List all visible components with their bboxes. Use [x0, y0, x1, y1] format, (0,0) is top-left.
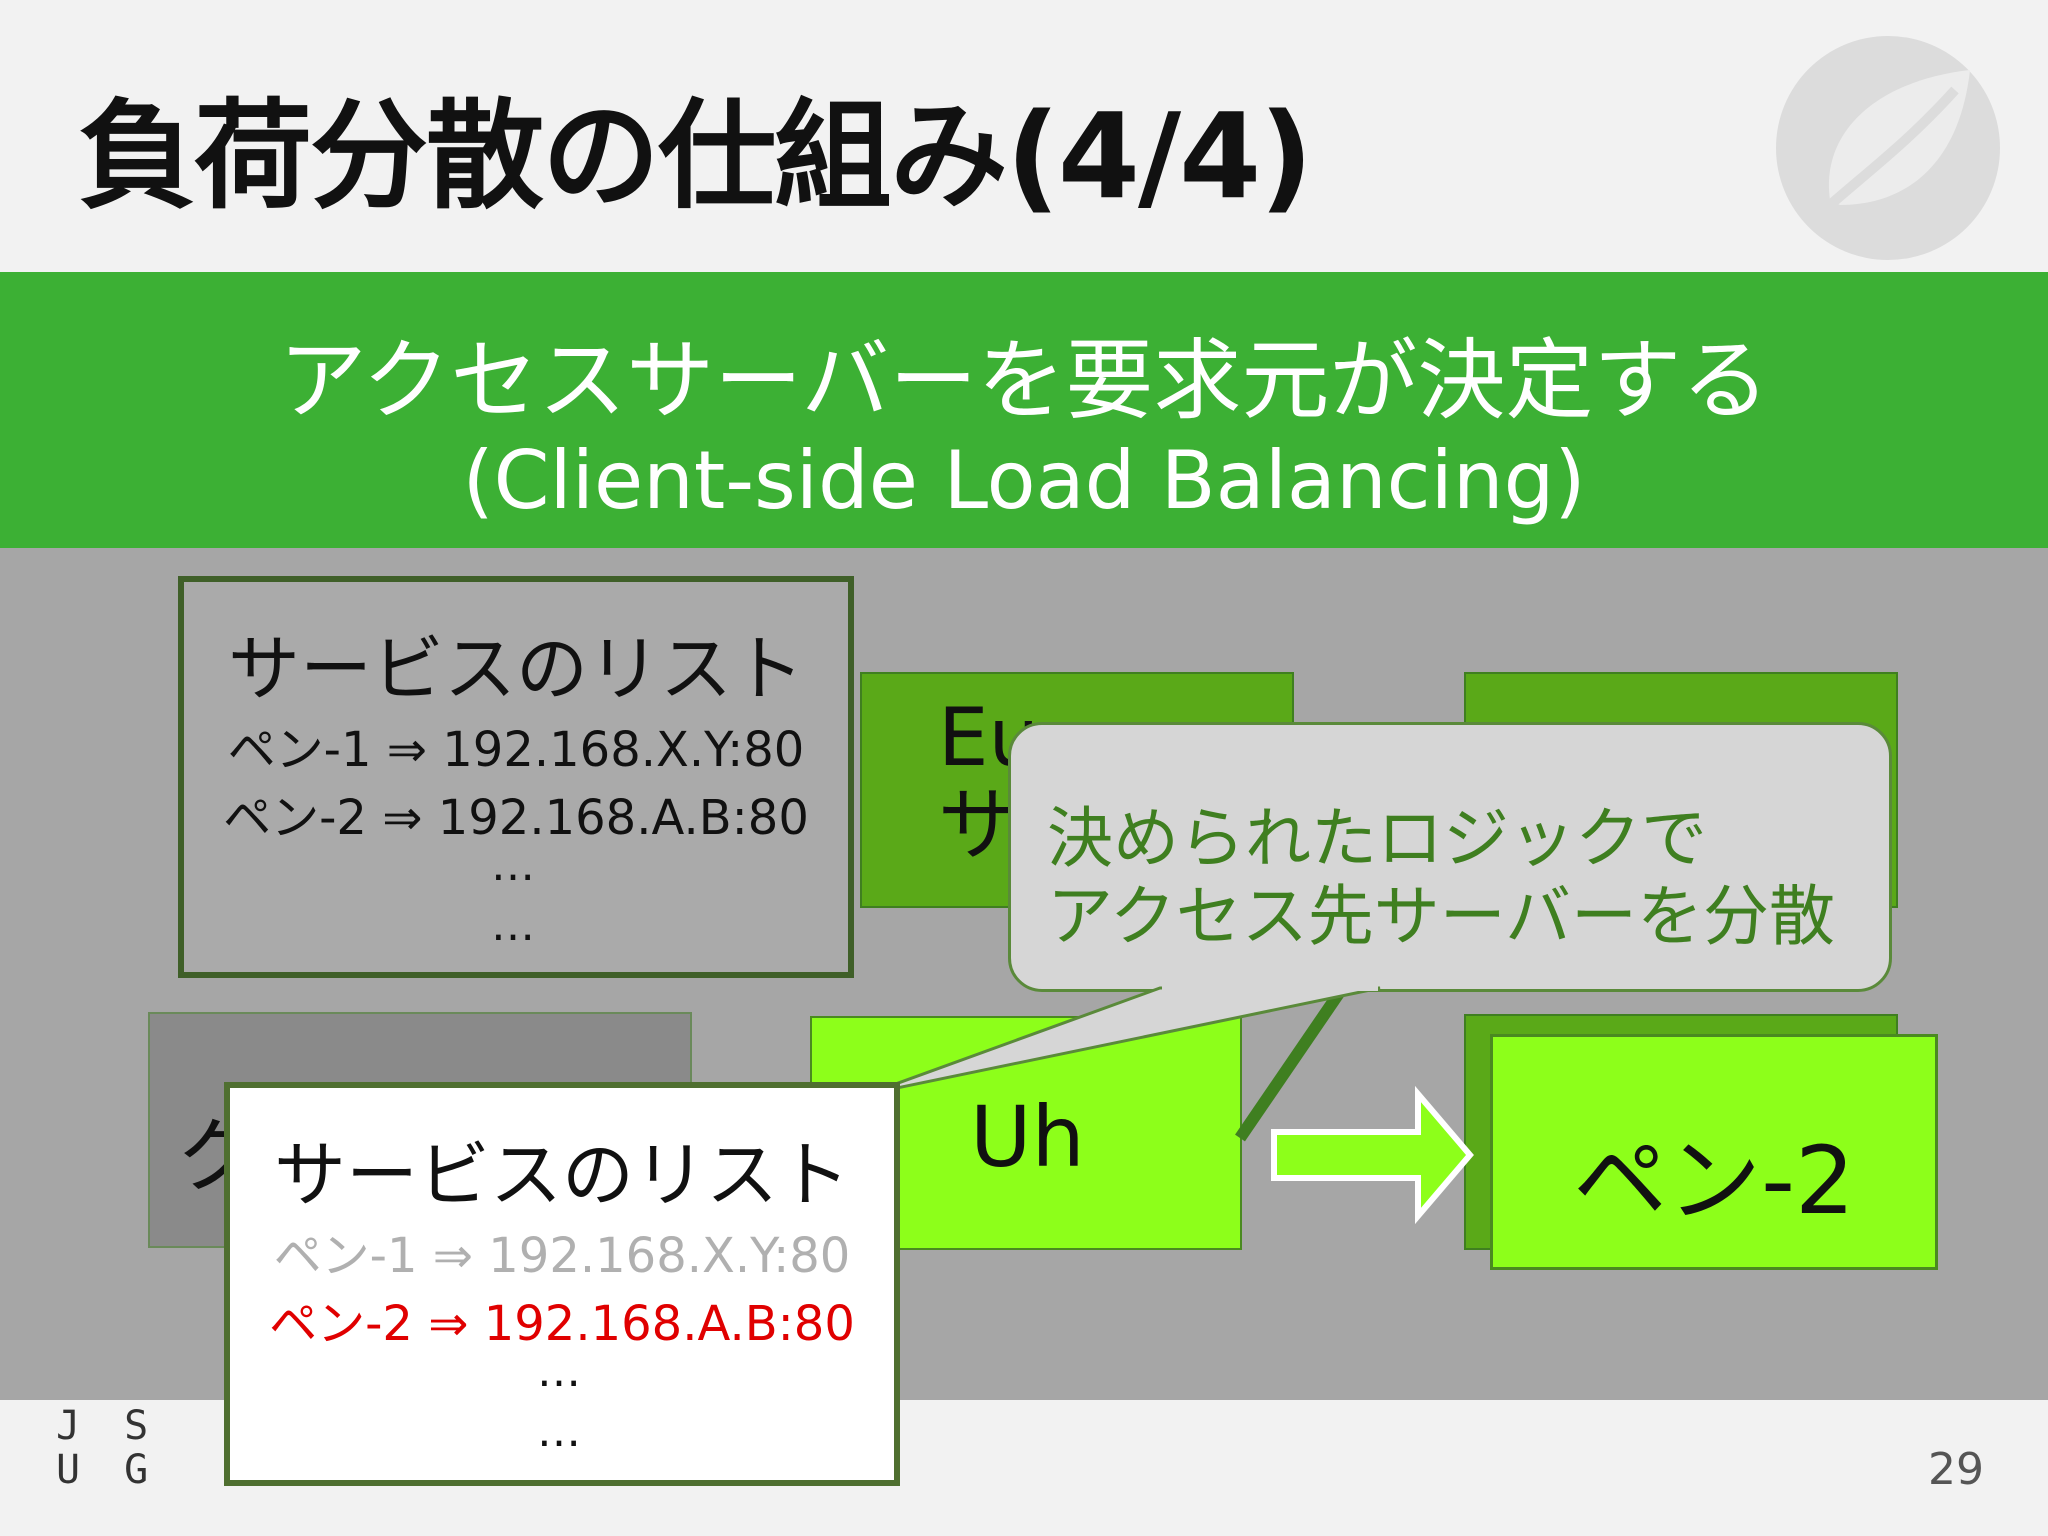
service-list-ellipsis: … — [491, 840, 541, 891]
service-list-row-inactive: ペン-1 ⇒ 192.168.X.Y:80 — [273, 1228, 851, 1284]
zuul-label: Uh — [970, 1088, 1085, 1186]
target-server-box: ペン-2 — [1490, 1034, 1938, 1270]
callout-text: 決められたロジックで — [1047, 800, 1707, 877]
target-server-label: ペン-2 — [1573, 1127, 1855, 1236]
subtitle-banner: アクセスサーバーを要求元が決定する (Client-side Load Bala… — [0, 272, 2048, 548]
service-list-row: ペン-2 ⇒ 192.168.A.B:80 — [223, 790, 809, 846]
jsug-logo-line: J S — [56, 1403, 159, 1449]
jsug-logo-line: U G — [56, 1447, 159, 1493]
service-list-ellipsis: … — [537, 1406, 587, 1457]
callout-text: アクセス先サーバーを分散 — [1047, 878, 1836, 955]
service-list-box: サービスのリスト ペン-1 ⇒ 192.168.X.Y:80 ペン-2 ⇒ 19… — [178, 576, 854, 978]
jsug-logo: J S U G — [56, 1404, 158, 1492]
service-list-title: サービスのリスト — [273, 1133, 850, 1217]
service-list-title: サービスのリスト — [227, 627, 804, 711]
service-list-row-selected: ペン-2 ⇒ 192.168.A.B:80 — [269, 1296, 855, 1352]
service-list-ellipsis: … — [537, 1346, 587, 1397]
connector-line — [1235, 976, 1353, 1142]
spring-leaf-logo-icon — [1770, 30, 2006, 266]
banner-subheading: (Client-side Load Balancing) — [462, 434, 1586, 527]
service-list-ellipsis: … — [491, 900, 541, 951]
callout-bubble: 決められたロジックで アクセス先サーバーを分散 — [1008, 722, 1892, 992]
right-arrow-icon — [1271, 1085, 1474, 1225]
slide-title: 負荷分散の仕組み(4/4) — [78, 87, 1313, 225]
selected-service-list-box: サービスのリスト ペン-1 ⇒ 192.168.X.Y:80 ペン-2 ⇒ 19… — [224, 1082, 900, 1486]
page-number: 29 — [1928, 1444, 1984, 1495]
banner-heading: アクセスサーバーを要求元が決定する — [278, 329, 1770, 432]
service-list-row: ペン-1 ⇒ 192.168.X.Y:80 — [227, 722, 805, 778]
